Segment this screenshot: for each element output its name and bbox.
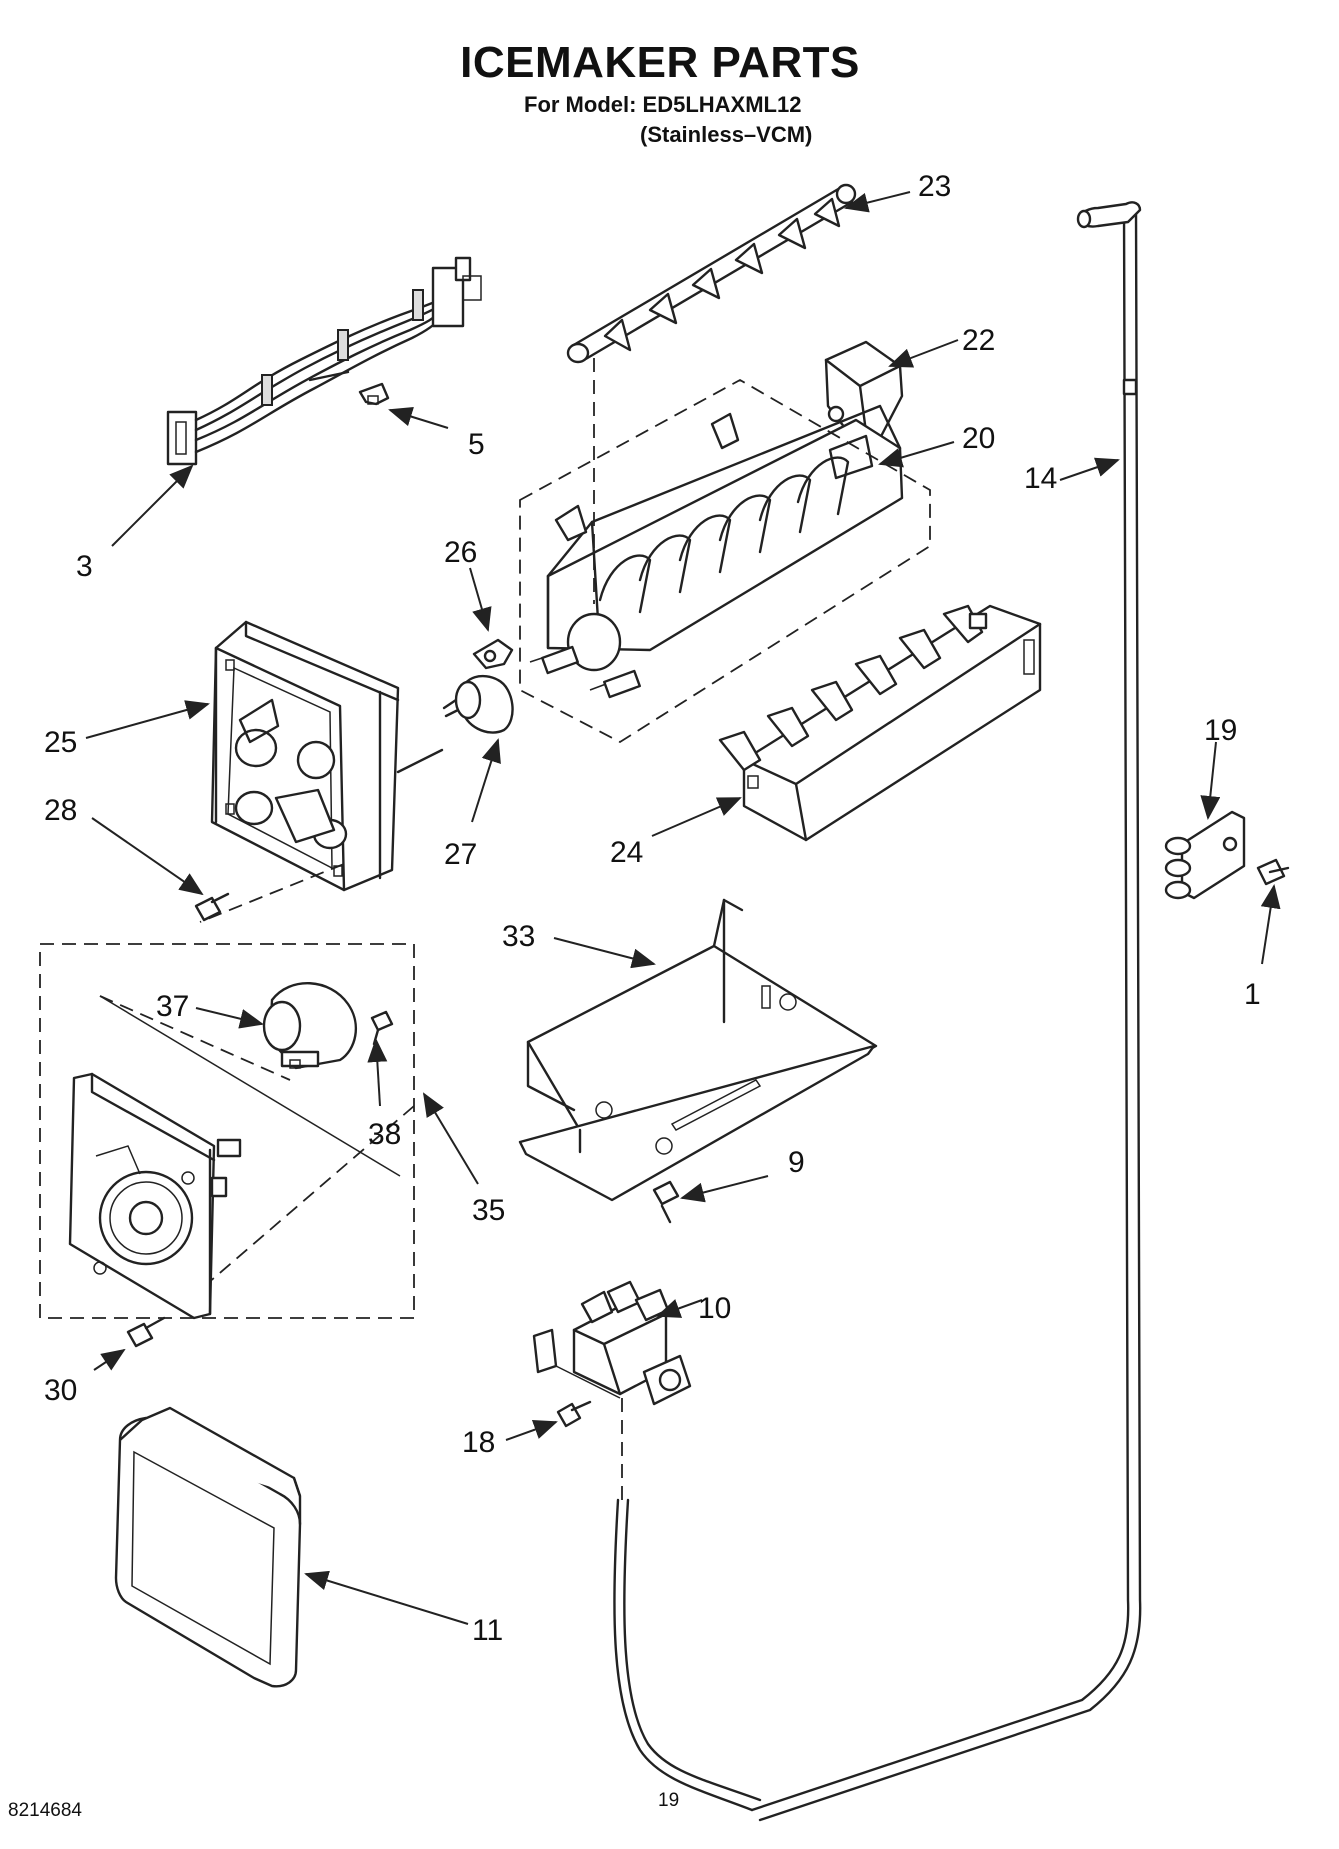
callout-23: 23 <box>918 170 951 203</box>
callout-9: 9 <box>788 1146 805 1179</box>
motor-part <box>262 982 357 1070</box>
wire-harness-part <box>166 256 482 466</box>
tube-clamp-part <box>1164 810 1246 900</box>
callout-25: 25 <box>44 726 77 759</box>
kit-35-dashed-box <box>39 943 415 1319</box>
wire-clip-part <box>358 382 390 406</box>
mounting-bracket-part <box>518 898 878 1202</box>
water-valve-part <box>532 1280 692 1406</box>
callout-28: 28 <box>44 794 77 827</box>
callout-33: 33 <box>502 920 535 953</box>
fill-cup-part <box>824 340 904 452</box>
screw-30-part <box>126 1316 166 1348</box>
gasket-part <box>114 1406 302 1688</box>
page-title: ICEMAKER PARTS <box>460 38 860 87</box>
fill-tube-part <box>750 201 1142 1822</box>
callout-1: 1 <box>1244 978 1261 1011</box>
callout-24: 24 <box>610 836 643 869</box>
screw-1-part <box>1256 858 1290 886</box>
gear-module-part <box>68 1072 242 1320</box>
callout-labels: 3 5 23 22 20 14 26 25 27 28 24 19 1 33 3… <box>44 170 1261 1647</box>
page-number: 19 <box>658 1790 680 1811</box>
variant-line: (Stainless–VCM) <box>640 122 813 147</box>
module-connector-line <box>396 748 444 774</box>
control-module-part <box>210 620 400 892</box>
callout-35: 35 <box>472 1194 505 1227</box>
leader-lines <box>85 191 1281 1625</box>
callout-11: 14 <box>1024 462 1057 495</box>
callout-27: 27 <box>444 838 477 871</box>
callout-30: 30 <box>44 1374 77 1407</box>
document-number: 8214684 <box>8 1800 82 1821</box>
screw-19-part <box>556 1400 592 1428</box>
ejector-shaft-part <box>566 183 857 364</box>
callout-20: 20 <box>962 422 995 455</box>
screw-28-part <box>194 892 230 922</box>
callout-38: 38 <box>368 1118 401 1151</box>
ice-stripper-part <box>718 604 1042 842</box>
module-guide-line <box>199 863 345 923</box>
screw-38-part <box>370 1010 394 1046</box>
model-line: For Model: ED5LHAXML12 <box>524 92 802 117</box>
mold-dashed-outline <box>519 378 931 744</box>
wire-retainer-part <box>472 638 514 670</box>
ice-mold-part <box>529 404 904 699</box>
thermostat-part <box>442 674 514 734</box>
callout-3: 3 <box>76 550 93 583</box>
callout-22: 22 <box>962 324 995 357</box>
callout-5: 5 <box>468 428 485 461</box>
callout-14: 19 <box>1204 714 1237 747</box>
inlet-tube-segment <box>613 1498 754 1812</box>
callout-37: 37 <box>156 990 189 1023</box>
callout-10: 10 <box>698 1292 731 1325</box>
callout-18: 11 <box>472 1614 503 1647</box>
callout-26: 26 <box>444 536 477 569</box>
callout-19: 18 <box>462 1426 495 1459</box>
screw-9-part <box>652 1180 680 1224</box>
